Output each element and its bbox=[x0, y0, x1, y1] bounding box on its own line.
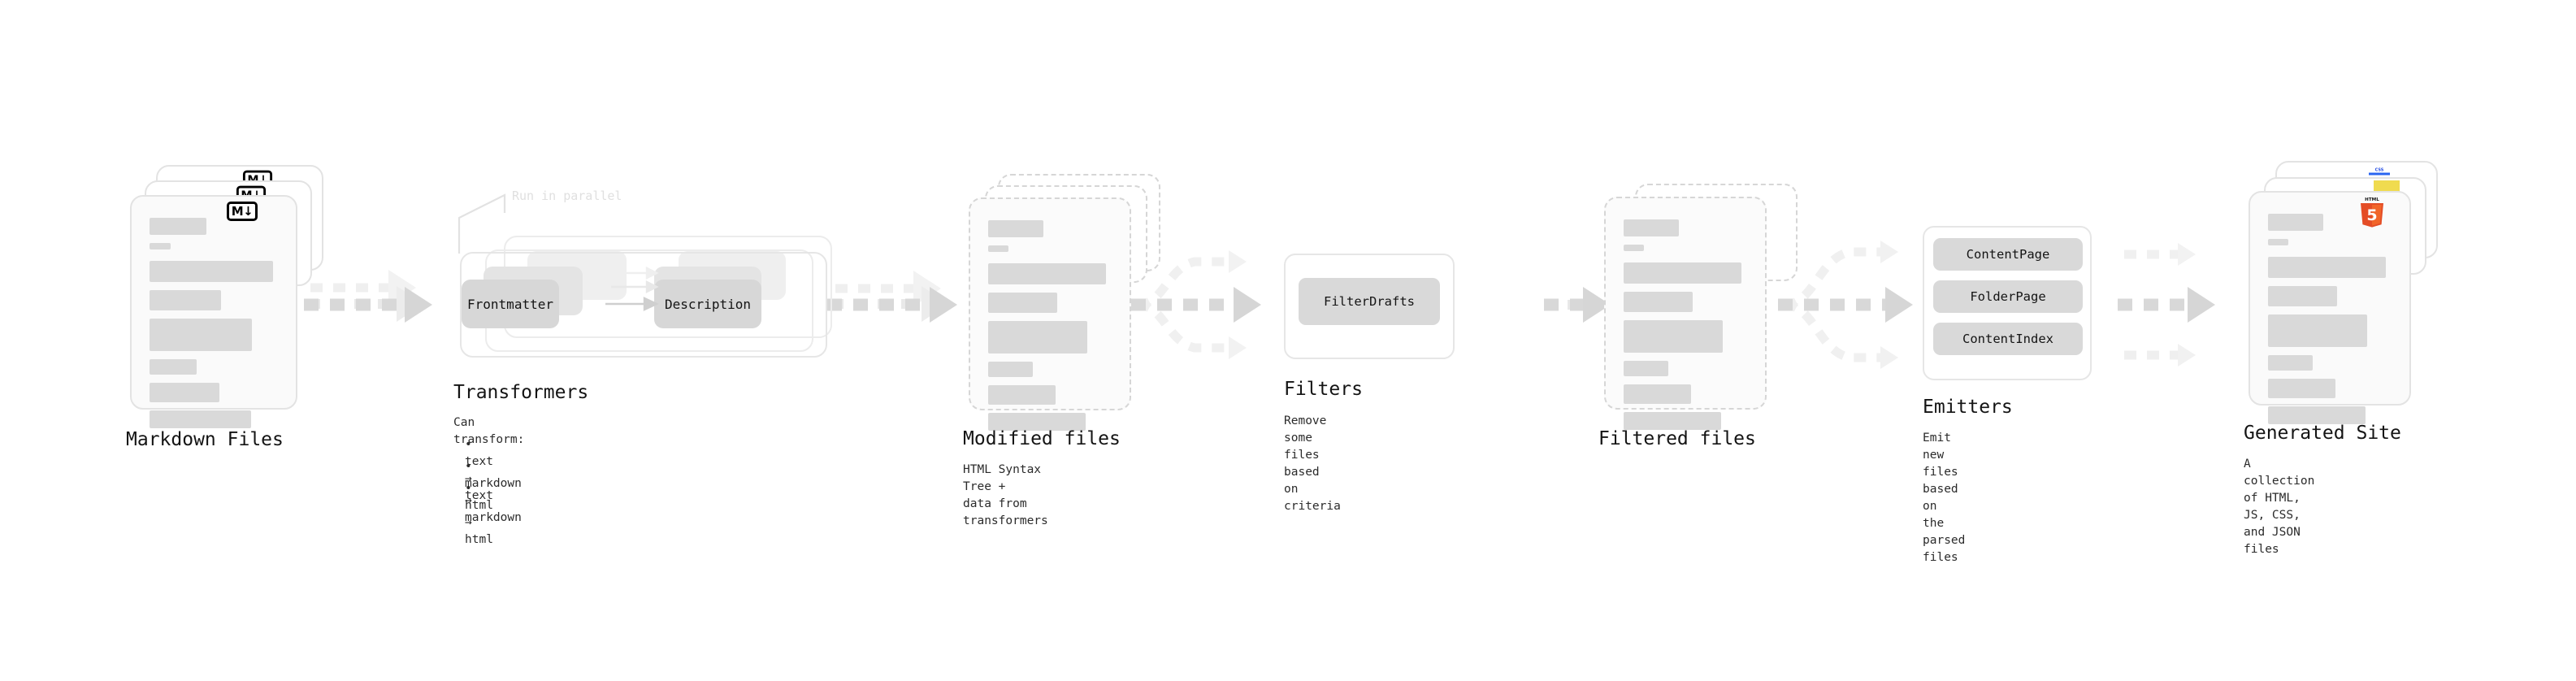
connector-markdown-to-transformers bbox=[304, 270, 432, 323]
chip-label: Frontmatter bbox=[467, 296, 553, 312]
run-in-parallel-label: Run in parallel bbox=[512, 189, 622, 203]
transformers-bullet-1: • markdown → markdown bbox=[465, 460, 522, 525]
modified-files-title: Modified files bbox=[963, 428, 1121, 449]
filtered-files-title: Filtered files bbox=[1598, 428, 1756, 449]
pill-label: FilterDrafts bbox=[1324, 294, 1415, 309]
markdown-icon-front: M↓ bbox=[227, 202, 258, 221]
emitters-pill-contentindex[interactable]: ContentIndex bbox=[1933, 323, 2083, 355]
markdown-placeholder-lines bbox=[150, 218, 280, 436]
transformers-bullet-2: • html → html bbox=[465, 482, 493, 547]
svg-text:HTML: HTML bbox=[2365, 197, 2379, 202]
markdown-card-front[interactable] bbox=[130, 195, 297, 428]
markdown-icon-arrow: ↓ bbox=[243, 203, 254, 219]
connector-filters-to-filtered bbox=[1544, 287, 1611, 323]
connector-emitters-to-generated bbox=[2118, 243, 2215, 367]
emitters-pill-contentpage[interactable]: ContentPage bbox=[1933, 238, 2083, 271]
pill-label: ContentPage bbox=[1966, 247, 2050, 262]
parallel-bracket bbox=[458, 193, 506, 254]
markdown-icon-letter: M bbox=[231, 203, 244, 219]
generated-placeholder-lines bbox=[2268, 214, 2393, 432]
html5-icon: HTML 5 bbox=[2361, 197, 2383, 228]
markdown-title: Markdown Files bbox=[126, 429, 284, 450]
connector-filtered-to-emitters bbox=[1778, 241, 1913, 369]
generated-site-subtitle: A collection of HTML, JS, CSS, and JSON … bbox=[2244, 458, 2315, 557]
filtered-card-front[interactable] bbox=[1604, 197, 1767, 430]
connector-transformers-to-modified bbox=[827, 271, 957, 323]
transformers-subtitle: Can transform: bbox=[453, 416, 525, 447]
markdown-icon-arrow: ↓ bbox=[252, 189, 262, 201]
modified-card-front[interactable] bbox=[969, 197, 1131, 431]
emitters-title: Emitters bbox=[1923, 397, 2013, 418]
transformer-shell-front[interactable] bbox=[460, 252, 827, 358]
pill-label: FolderPage bbox=[1970, 289, 2046, 304]
emitters-pill-folderpage[interactable]: FolderPage bbox=[1933, 280, 2083, 313]
pill-label: ContentIndex bbox=[1962, 332, 2053, 346]
transformers-title: Transformers bbox=[453, 382, 589, 403]
markdown-icon-arrow: ↓ bbox=[258, 171, 268, 187]
filters-subtitle: Remove some files based on criteria bbox=[1284, 414, 1341, 514]
chip-label: Description bbox=[665, 296, 751, 312]
filters-title: Filters bbox=[1284, 379, 1363, 400]
transformers-bullet-0: • text → text bbox=[465, 438, 493, 503]
filters-pill-filterdrafts[interactable]: FilterDrafts bbox=[1299, 278, 1440, 325]
svg-text:CSS: CSS bbox=[2375, 168, 2384, 173]
generated-site-title: Generated Site bbox=[2244, 423, 2401, 444]
generated-card-front[interactable] bbox=[2249, 191, 2411, 424]
filtered-placeholder-lines bbox=[1624, 219, 1749, 438]
modified-files-subtitle: HTML Syntax Tree + data from transformer… bbox=[963, 463, 1048, 528]
emitters-subtitle: Emit new files based on the parsed files bbox=[1923, 432, 1966, 565]
css3-icon: CSS bbox=[2369, 168, 2390, 176]
modified-placeholder-lines bbox=[988, 220, 1113, 439]
transformer-chip-description[interactable]: Description bbox=[654, 280, 761, 328]
transformer-chip-frontmatter[interactable]: Frontmatter bbox=[462, 280, 559, 328]
svg-text:5: 5 bbox=[2366, 206, 2377, 224]
